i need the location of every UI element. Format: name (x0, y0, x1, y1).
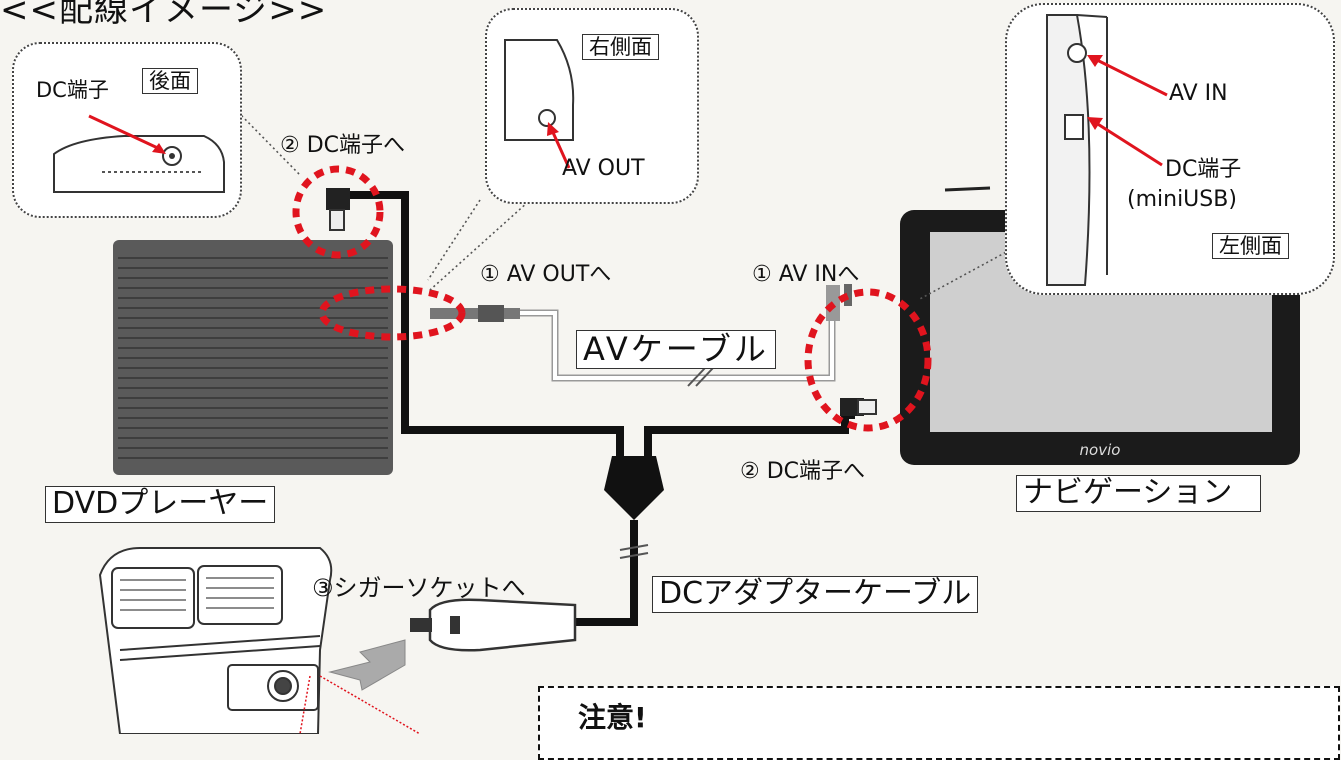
rear-dc-terminal-label: DC端子 (36, 78, 109, 102)
step-av-in-label: ① AV INへ (752, 262, 860, 287)
navi-brand-logo: novio (1080, 441, 1121, 459)
step-dvd-dc-label: ② DC端子へ (280, 133, 406, 158)
callout-rear: 後面 DC端子 (12, 42, 242, 218)
highlight-rings (292, 165, 932, 432)
highlight-dvd-dc (292, 165, 384, 259)
highlight-av-out (318, 285, 466, 341)
left-side-tag: 左側面 (1212, 233, 1289, 260)
cigar-plug (410, 598, 577, 652)
page-title: <<配線イメージ>> (0, 0, 328, 30)
av-cable-label: AVケーブル (576, 330, 776, 369)
navi-dc-terminal-label: DC端子 (1165, 157, 1242, 182)
callout-left-side: AV IN DC端子 (miniUSB) 左側面 (1005, 3, 1335, 295)
av-cable (430, 284, 852, 387)
step-navi-dc-label: ② DC端子へ (740, 459, 866, 484)
navigation-label: ナビゲーション (1016, 475, 1262, 512)
dvd-right-side-illustration (504, 39, 575, 169)
car-socket-image (98, 547, 333, 734)
step-cigar-label: ③シガーソケットへ (312, 574, 526, 602)
caution-box: 注意! (538, 686, 1340, 760)
highlight-navi-ports (804, 288, 932, 432)
caution-heading: 注意! (578, 701, 647, 734)
dvd-rear-illustration (53, 114, 225, 193)
av-in-label: AV IN (1169, 81, 1228, 106)
step-av-out-label: ① AV OUTへ (480, 262, 612, 287)
rear-tag: 後面 (142, 68, 198, 95)
navi-left-side-illustration (1046, 14, 1168, 286)
av-out-label: AV OUT (562, 156, 645, 181)
callout-right-side: 右側面 AV OUT (485, 8, 699, 204)
dvd-player-image (113, 240, 393, 475)
navi-dc-terminal-sub: (miniUSB) (1127, 187, 1237, 212)
dvd-player-label: DVDプレーヤー (45, 486, 276, 523)
dc-adapter-cable-label: DCアダプターケーブル (652, 576, 979, 613)
right-side-tag: 右側面 (582, 34, 659, 61)
cigar-direction-arrow (328, 639, 406, 691)
dc-cable-junction (326, 188, 877, 559)
